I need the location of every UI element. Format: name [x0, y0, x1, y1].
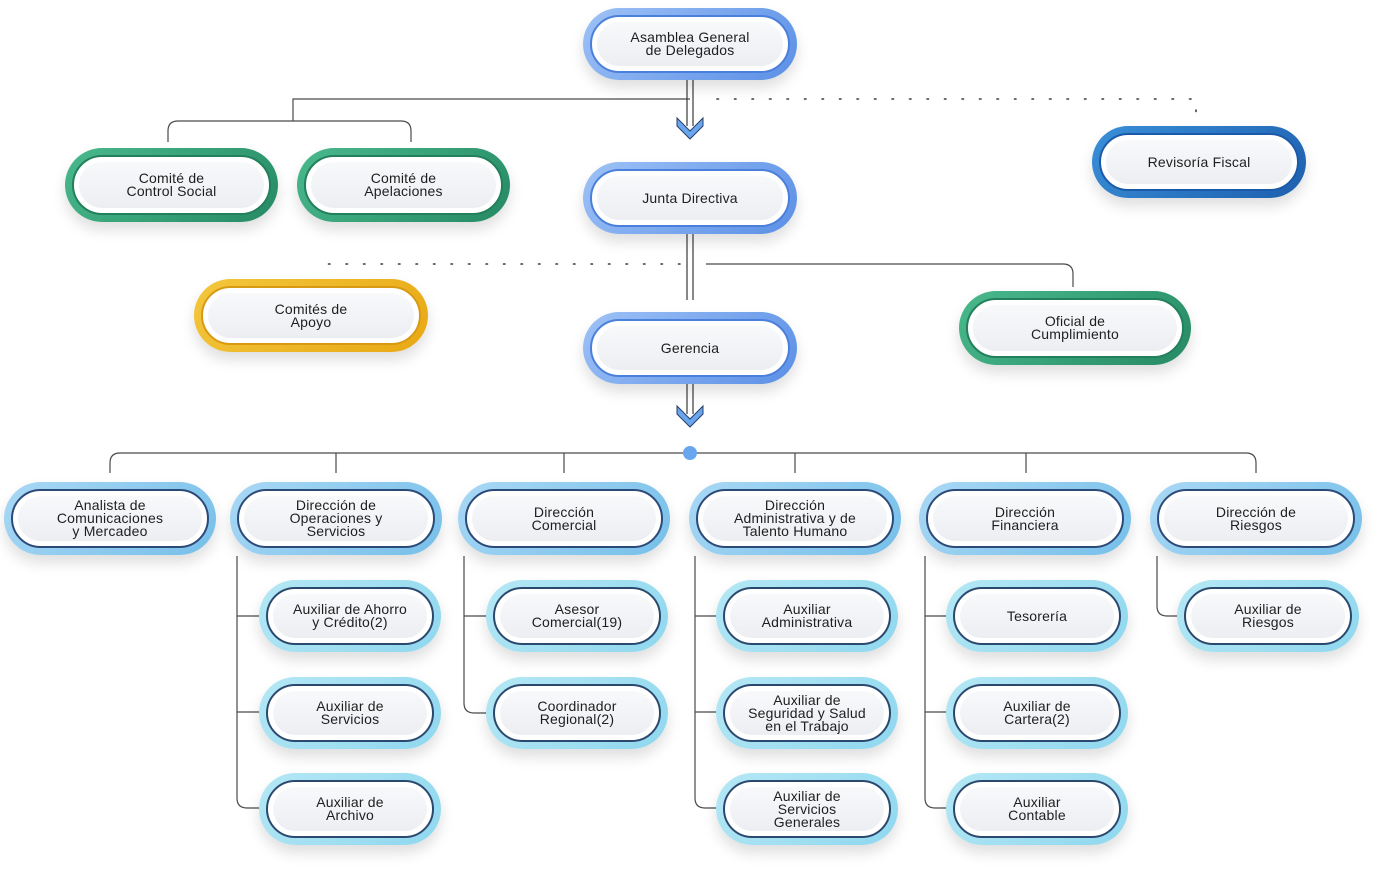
node-aux-servicios-label: Auxiliar de Servicios	[316, 698, 384, 727]
hub-dot	[683, 446, 697, 460]
arrow-asamblea-junta-icon	[676, 116, 704, 140]
node-gerencia[interactable]: Gerencia	[583, 312, 797, 384]
spine-gerencia-hub	[686, 380, 694, 414]
connector-operaciones-branch	[236, 556, 263, 809]
node-aux-generales-label: Auxiliar de Servicios Generales	[773, 787, 841, 830]
node-analista-label: Analista de Comunicaciones y Mercadeo	[56, 497, 164, 539]
node-coordinador-label: Coordinador Regional(2)	[537, 698, 617, 727]
connector-comercial-branch	[463, 556, 490, 714]
spine-asamblea-junta	[686, 78, 694, 126]
node-comites-apoyo-label: Comités de Apoyo	[274, 300, 348, 330]
node-aux-contable-label: Auxiliar Contable	[1008, 794, 1066, 823]
node-aux-generales[interactable]: Auxiliar de Servicios Generales	[716, 773, 898, 845]
node-comite-control[interactable]: Comité de Control Social	[65, 148, 278, 222]
node-aux-administrativa[interactable]: Auxiliar Administrativa	[716, 580, 898, 652]
node-aux-sst-label: Auxiliar de Seguridad y Salud en el Trab…	[748, 691, 866, 734]
node-comite-apelaciones-label: Comité de Apelaciones	[364, 170, 443, 199]
node-dir-operaciones[interactable]: Dirección de Operaciones y Servicios	[230, 482, 442, 555]
node-asesor-comercial[interactable]: Asesor Comercial(19)	[486, 580, 668, 652]
node-dir-administrativa-label: Dirección Administrativa y de Talento Hu…	[733, 497, 857, 539]
node-oficial[interactable]: Oficial de Cumplimiento	[959, 291, 1191, 365]
node-junta-label: Junta Directiva	[642, 189, 738, 206]
node-dir-financiera[interactable]: Dirección Financiera	[919, 482, 1131, 555]
node-gerencia-label: Gerencia	[660, 339, 720, 356]
arrow-gerencia-directions-icon	[676, 404, 704, 428]
node-dir-comercial[interactable]: Dirección Comercial	[458, 482, 670, 555]
node-asamblea-label: Asamblea General de Delegados	[630, 29, 750, 58]
node-analista[interactable]: Analista de Comunicaciones y Mercadeo	[4, 482, 216, 555]
node-asesor-comercial-label: Asesor Comercial(19)	[531, 601, 623, 630]
node-junta[interactable]: Junta Directiva	[583, 162, 797, 234]
node-aux-archivo[interactable]: Auxiliar de Archivo	[259, 773, 441, 845]
node-revisoria-label: Revisoría Fiscal	[1147, 153, 1251, 170]
connector-directions-bar	[109, 452, 1257, 473]
node-tesoreria-label: Tesorería	[1006, 607, 1068, 624]
connector-administrativa-branch	[694, 556, 720, 809]
spine-junta-gerencia	[686, 232, 694, 300]
node-aux-contable[interactable]: Auxiliar Contable	[946, 773, 1128, 845]
node-aux-cartera-label: Auxiliar de Cartera(2)	[1003, 698, 1071, 727]
node-aux-archivo-label: Auxiliar de Archivo	[316, 794, 384, 823]
node-dir-financiera-label: Dirección Financiera	[991, 503, 1059, 533]
node-dir-riesgos-label: Dirección de Riesgos	[1215, 503, 1297, 533]
node-dir-comercial-label: Dirección Comercial	[531, 503, 597, 533]
connector-financiera-branch	[924, 556, 950, 809]
node-dir-riesgos[interactable]: Dirección de Riesgos	[1150, 482, 1362, 555]
connector-asamblea-committees	[292, 98, 690, 121]
node-dir-operaciones-label: Dirección de Operaciones y Servicios	[289, 497, 383, 539]
node-aux-cartera[interactable]: Auxiliar de Cartera(2)	[946, 677, 1128, 749]
node-aux-ahorro-label: Auxiliar de Ahorro y Crédito(2)	[292, 601, 408, 630]
node-oficial-label: Oficial de Cumplimiento	[1031, 313, 1119, 342]
node-comite-control-label: Comité de Control Social	[126, 170, 217, 199]
node-aux-servicios[interactable]: Auxiliar de Servicios	[259, 677, 441, 749]
node-aux-sst[interactable]: Auxiliar de Seguridad y Salud en el Trab…	[716, 677, 898, 749]
connector-committees-bracket	[167, 120, 412, 142]
node-comites-apoyo[interactable]: Comités de Apoyo	[194, 279, 428, 352]
node-aux-riesgos[interactable]: Auxiliar de Riesgos	[1177, 580, 1359, 652]
node-coordinador[interactable]: Coordinador Regional(2)	[486, 677, 668, 749]
node-comite-apelaciones[interactable]: Comité de Apelaciones	[297, 148, 510, 222]
node-dir-administrativa[interactable]: Dirección Administrativa y de Talento Hu…	[689, 482, 901, 555]
connector-junta-oficial	[706, 263, 1074, 287]
node-aux-riesgos-label: Auxiliar de Riesgos	[1234, 601, 1302, 630]
node-aux-ahorro[interactable]: Auxiliar de Ahorro y Crédito(2)	[259, 580, 441, 652]
connector-direction-drops	[335, 453, 1027, 473]
node-asamblea[interactable]: Asamblea General de Delegados	[583, 8, 797, 80]
node-revisoria[interactable]: Revisoría Fiscal	[1092, 126, 1306, 198]
node-tesoreria[interactable]: Tesorería	[946, 580, 1128, 652]
connector-riesgos-branch	[1156, 556, 1181, 617]
node-aux-administrativa-label: Auxiliar Administrativa	[761, 601, 853, 630]
